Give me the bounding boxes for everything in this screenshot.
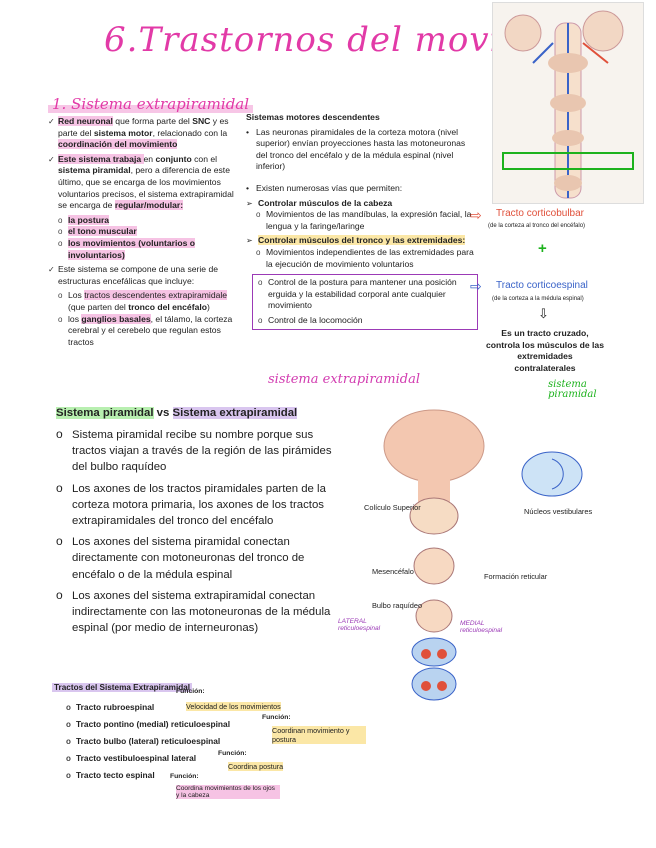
arrow-icon: ⇨ [470, 207, 482, 223]
list-item: Tracto bulbo (lateral) reticuloespinal [64, 733, 230, 750]
plus-icon: + [538, 240, 547, 257]
handwritten-label: sistema extrapiramidal [268, 372, 421, 387]
tract-sub: (de la corteza al tronco del encéfalo) [488, 223, 586, 229]
list-item: los movimientos (voluntarios o involunta… [56, 237, 244, 261]
list-item: Este sistema se compone de una serie de … [48, 264, 244, 287]
list-item: Control de la postura para mantener una … [256, 277, 474, 312]
brainstem-diagram [383, 409, 583, 701]
func-value: Velocidad de los movimientos [186, 702, 281, 711]
func-label: Función: [218, 750, 247, 757]
list-item: Sistema piramidal recibe su nombre porqu… [56, 426, 348, 476]
brain-label: Bulbo raquídeo [372, 601, 423, 610]
list-item: Movimientos independientes de las extrem… [254, 247, 478, 270]
list-item: Este sistema trabaja en conjunto con el … [48, 153, 244, 212]
handwritten-label: sistema piramidal [548, 379, 597, 400]
brain-label: Colículo Superior [364, 503, 421, 512]
list-item: Existen numerosas vías que permiten: [246, 183, 478, 195]
section1-content: Red neuronal que forma parte del SNC y e… [48, 116, 244, 348]
list-item: Los axones del sistema extrapiramidal co… [56, 587, 348, 637]
brain-label: Núcleos vestibulares [524, 507, 593, 516]
motor-systems-column: Sistemas motores descendentes Las neuron… [246, 112, 478, 330]
func-value: Coordinan movimiento y postura [272, 726, 366, 744]
arrow-icon: ⇨ [470, 278, 482, 294]
tract-label: Tracto corticobulbar [496, 208, 584, 219]
section2-heading: Sistema piramidal vs Sistema extrapirami… [56, 407, 298, 419]
tract-sub: (de la corteza a la médula espinal) [492, 296, 584, 302]
list-item: Las neuronas piramidales de la corteza m… [246, 127, 478, 173]
section-subheading: Sistemas motores descendentes [246, 112, 380, 122]
list-item: la postura [56, 214, 244, 227]
func-label: Función: [170, 773, 199, 780]
list-item: el tono muscular [56, 226, 244, 238]
spinal-cord-diagram [502, 10, 634, 199]
list-item: Tracto rubroespinal [64, 699, 230, 716]
list-item: Los axones del sistema piramidal conecta… [56, 533, 348, 583]
list-item: Control de la locomoción [256, 315, 474, 327]
brainstem-figure [352, 404, 642, 704]
list-item: Los tractos descendentes extrapiramidale… [56, 290, 244, 313]
list-item: Tracto pontino (medial) reticuloespinal [64, 716, 230, 733]
crossed-note: Es un tracto cruzado, controla los múscu… [486, 328, 604, 373]
func-label: Función: [176, 688, 205, 695]
list-item: Controlar músculos del tronco y las extr… [246, 235, 478, 247]
tract-label: Tracto corticoespinal [496, 280, 588, 291]
tract-list: Tracto rubroespinal Tracto pontino (medi… [64, 699, 230, 784]
extrapiramidal-box: Control de la postura para mantener una … [252, 274, 478, 330]
spinal-cord-figure [492, 2, 644, 204]
section2-list: Sistema piramidal recibe su nombre porqu… [56, 426, 348, 641]
brain-label: Formación reticular [484, 572, 548, 581]
brain-label: LATERAL reticuloespinal [338, 618, 381, 632]
func-label: Función: [262, 714, 291, 721]
func-value: Coordina postura [228, 762, 284, 771]
brain-label: Mesencéfalo [372, 567, 414, 576]
list-item: Tracto tecto espinal [64, 767, 230, 784]
brain-label: MEDIAL reticuloespinal [460, 620, 503, 634]
func-value: Coordina movimientos de los ojos y la ca… [176, 785, 280, 799]
section-heading-extrapiramidal: 1. Sistema extrapiramidal [48, 95, 254, 113]
list-item: los ganglios basales, el tálamo, la cort… [56, 313, 244, 349]
list-item: Los axones de los tractos piramidales pa… [56, 480, 348, 530]
list-item: Movimientos de las mandíbulas, la expres… [254, 209, 478, 232]
arrow-down-icon: ⇩ [538, 306, 549, 321]
list-item: Red neuronal que forma parte del SNC y e… [48, 116, 244, 151]
list-item: Tracto vestibuloespinal lateral [64, 750, 230, 767]
list-item: Controlar músculos de la cabeza [246, 198, 478, 210]
section3-heading: Tractos del Sistema Extrapiramidal [52, 683, 193, 692]
